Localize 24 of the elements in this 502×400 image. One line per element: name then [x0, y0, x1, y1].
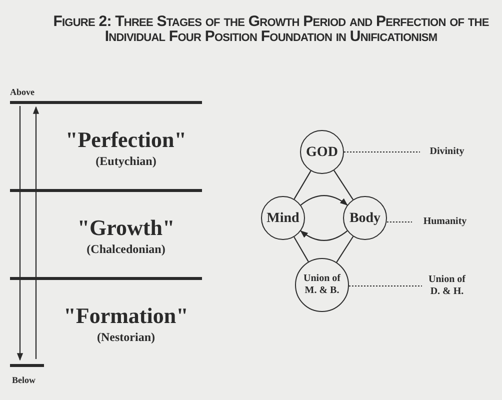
node-label: GOD — [306, 144, 338, 162]
stage-subtitle: (Eutychian) — [96, 152, 156, 168]
connector-line — [294, 170, 312, 200]
annotation-text: Union of D. & H. — [424, 270, 470, 302]
arrow — [300, 195, 348, 206]
figure-title: Figure 2: Three Stages of the Growth Period and Perfection of the Individual Four Position Foundation in Unificationism — [52, 14, 490, 44]
arrow — [16, 106, 24, 361]
node-label: Body — [349, 210, 381, 228]
stage-name: "Perfection" — [66, 126, 186, 152]
axis-label: Above — [10, 86, 34, 98]
connector-line — [334, 170, 354, 200]
arrow — [32, 106, 40, 359]
stage-name: "Formation" — [64, 302, 188, 328]
axis-label: Below — [12, 374, 36, 386]
arrow — [300, 230, 348, 241]
annotation-text: Humanity — [414, 214, 476, 230]
annotation-text: Divinity — [422, 144, 472, 160]
stage-subtitle: (Chalcedonian) — [86, 240, 166, 256]
stage-name: "Growth" — [77, 214, 175, 240]
stage-subtitle: (Nestorian) — [97, 328, 155, 344]
node-label: Mind — [266, 210, 300, 228]
connector-line — [294, 236, 309, 262]
node-label: Union of M. & B. — [302, 273, 342, 297]
connector-line — [336, 236, 354, 263]
